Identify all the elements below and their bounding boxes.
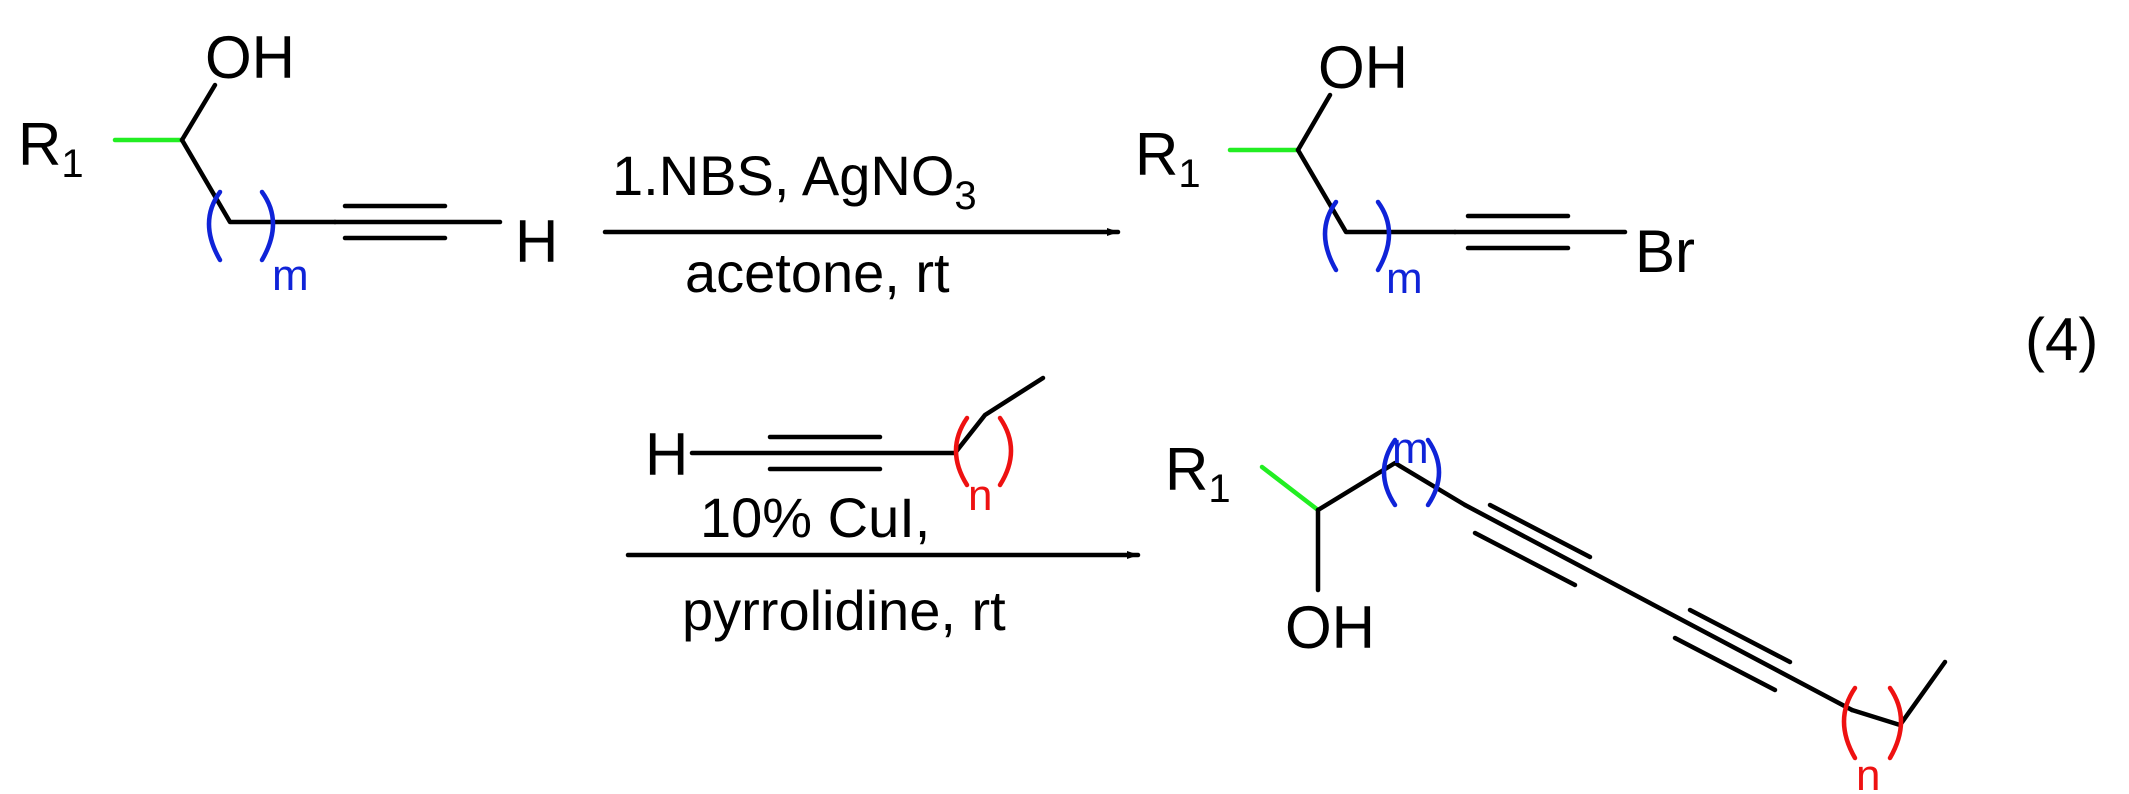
reactant-chain [179, 137, 338, 225]
intermediate-r1-label: R1 [1135, 121, 1201, 196]
intermediate-molecule: OH R1 m Br [1135, 34, 1695, 303]
product-repeat-m-bracket-right [1425, 437, 1442, 508]
step2-reagent-line1: 10% CuI, [700, 486, 930, 549]
step2-alkyne-h: H [645, 421, 688, 488]
product-chain-m [1315, 460, 1468, 513]
intermediate-repeat-index: m [1386, 254, 1423, 303]
product-diyne-bond-3b [1672, 635, 1778, 693]
step2-repeat-bracket-left [953, 415, 970, 488]
product-repeat-n-bracket-left [1841, 685, 1858, 761]
reactant-repeat-bracket-left [206, 189, 223, 263]
reactant-molecule: OH R1 m H [18, 24, 558, 300]
step2-alkyne-reagent: H n [645, 375, 1046, 520]
step1-reagent-line2: acetone, rt [685, 241, 950, 304]
step2-arrow-group: 10% CuI, pyrrolidine, rt [625, 486, 1141, 642]
step1-arrow-group: 1.NBS, AgNO3 acetone, rt [602, 144, 1121, 304]
product-repeat-m-index: m [1392, 424, 1429, 473]
reactant-repeat-bracket-right [259, 189, 276, 263]
step2-repeat-index: n [968, 471, 992, 520]
product-repeat-n-bracket-right [1887, 685, 1904, 761]
step2-alkyne-chain [952, 375, 1046, 456]
product-diyne-bond-3a [1687, 607, 1793, 665]
product-diyne-bond-2a [1487, 502, 1593, 560]
product-oh-label: OH [1285, 594, 1375, 661]
intermediate-repeat-bracket-right [1375, 199, 1392, 273]
step2-reagent-line2: pyrrolidine, rt [682, 579, 1006, 642]
reactant-repeat-index: m [272, 251, 309, 300]
product-repeat-n-index: n [1856, 751, 1880, 794]
product-diyne-bond-2b [1472, 530, 1578, 588]
reactant-r1-label: R1 [18, 111, 84, 186]
product-r1-label: R1 [1165, 436, 1231, 511]
intermediate-oh-label: OH [1318, 34, 1408, 101]
product-diyne-bond-1 [1462, 502, 1855, 713]
reactant-terminal-h: H [515, 208, 558, 275]
intermediate-terminal-br: Br [1635, 218, 1695, 285]
product-repeat-m-bracket-left [1381, 437, 1398, 508]
step2-repeat-bracket-right [997, 415, 1014, 488]
intermediate-repeat-bracket-left [1322, 199, 1339, 273]
reactant-oh-bond [179, 82, 218, 143]
step1-reagent-line1: 1.NBS, AgNO3 [612, 144, 977, 218]
product-molecule: m n R1 OH [1165, 424, 1948, 794]
reactant-oh-label: OH [205, 24, 295, 91]
intermediate-chain [1295, 147, 1458, 235]
product-r1-bond [1259, 464, 1321, 513]
intermediate-oh-bond [1295, 92, 1333, 153]
equation-number: (4) [2025, 306, 2098, 373]
